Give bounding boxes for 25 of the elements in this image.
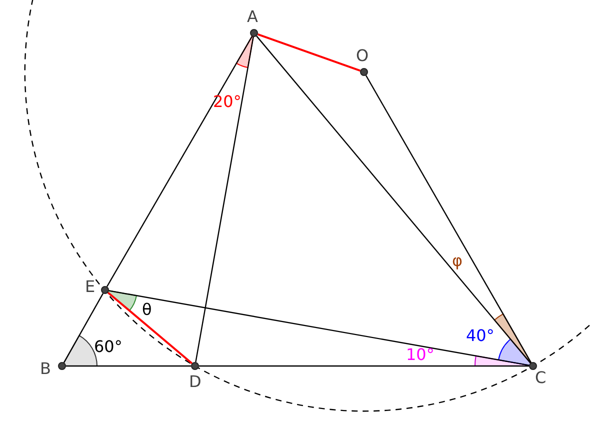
- line-segment: [195, 36, 254, 362]
- point-label: C: [535, 369, 546, 387]
- angle-label: 20°: [213, 93, 242, 111]
- line-segment: [108, 290, 530, 366]
- point-label: D: [189, 373, 202, 391]
- angle-label: 10°: [406, 346, 434, 364]
- line-segment: [257, 33, 361, 72]
- point-label: B: [40, 360, 51, 378]
- line-segment: [199, 365, 529, 367]
- point-label: E: [85, 278, 96, 296]
- line-segment: [107, 292, 193, 364]
- angle-label: 40°: [466, 327, 494, 345]
- angle-label: 60°: [94, 338, 122, 356]
- labeled-point: [85, 278, 109, 296]
- angle-label: θ: [142, 301, 152, 319]
- line-segment: [365, 75, 532, 363]
- labeled-point: [247, 8, 258, 37]
- line-segment: [66, 365, 191, 367]
- point-label: O: [356, 47, 369, 65]
- point-label: A: [247, 8, 258, 26]
- angle-label: φ: [452, 252, 463, 270]
- line-segment: [256, 36, 531, 364]
- line-segment: [63, 293, 104, 363]
- line-segment: [106, 36, 253, 287]
- labeled-point: [356, 47, 368, 76]
